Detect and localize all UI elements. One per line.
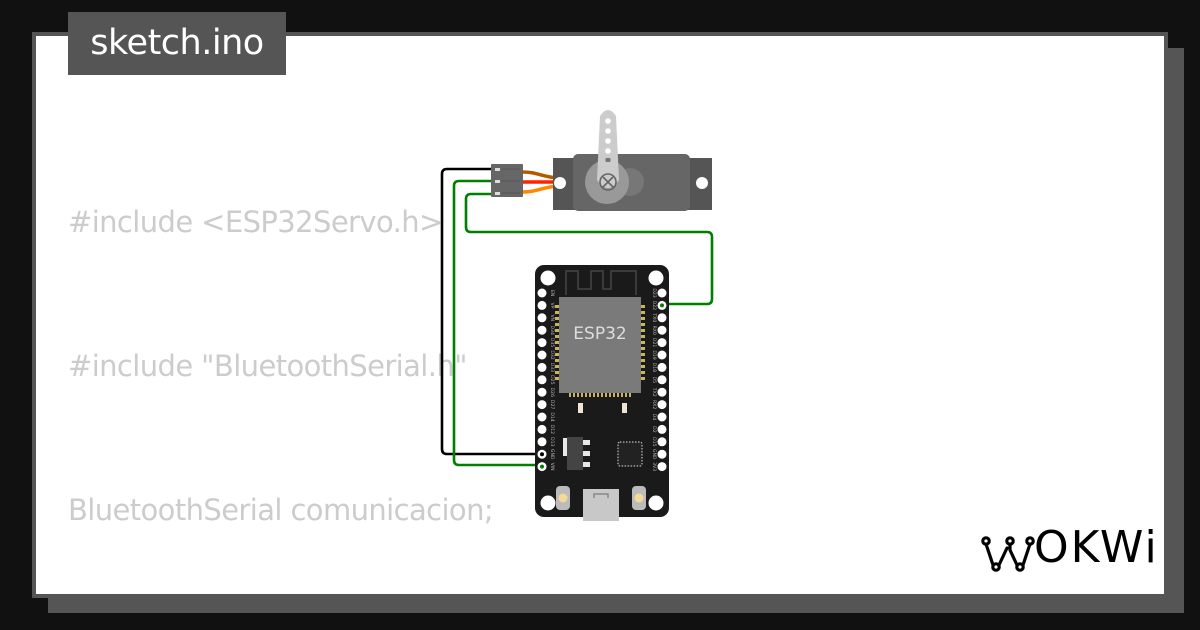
wire-gnd[interactable]: [440, 167, 542, 456]
svg-text:D26: D26: [549, 388, 555, 397]
code-line: #include <ESP32Servo.h>: [68, 205, 443, 239]
wokwi-logo: W: [976, 522, 1022, 573]
svg-text:D33: D33: [549, 363, 555, 372]
svg-text:D22: D22: [651, 301, 657, 310]
svg-text:D19: D19: [651, 350, 657, 359]
svg-text:D12: D12: [549, 425, 555, 434]
wire-vin[interactable]: [452, 179, 542, 467]
pin-headers[interactable]: [537, 288, 667, 472]
svg-text:D4: D4: [651, 414, 657, 421]
usb-uart-chip: [617, 441, 643, 467]
svg-text:TX2: TX2: [651, 387, 657, 397]
svg-text:GND: GND: [651, 449, 657, 460]
svg-text:D14: D14: [549, 412, 555, 421]
wokwi-logo-text: OKWi: [1034, 522, 1159, 573]
esp32-label: ESP32: [573, 324, 626, 344]
svg-text:3V3: 3V3: [651, 462, 657, 471]
svg-text:EN: EN: [549, 290, 555, 296]
svg-text:D18: D18: [651, 363, 657, 372]
svg-text:VP: VP: [549, 302, 555, 308]
file-tab[interactable]: sketch.ino: [68, 12, 286, 75]
code-listing: #include <ESP32Servo.h> #include "Blueto…: [68, 102, 901, 594]
servo-screw-icon: [599, 173, 617, 191]
wire-d22[interactable]: [464, 192, 714, 306]
svg-text:RX0: RX0: [651, 326, 657, 335]
svg-text:D21: D21: [651, 338, 657, 347]
svg-text:RX2: RX2: [651, 400, 657, 409]
svg-text:VIN: VIN: [549, 463, 555, 471]
svg-text:D27: D27: [549, 400, 555, 409]
servo-motor[interactable]: [491, 110, 712, 211]
code-line: #include "BluetoothSerial.h": [68, 349, 468, 383]
svg-text:D34: D34: [549, 326, 555, 335]
svg-text:D35: D35: [549, 338, 555, 347]
code-line: BluetoothSerial comunicacion;: [68, 493, 494, 527]
svg-text:TX0: TX0: [651, 312, 657, 322]
svg-text:D13: D13: [549, 437, 555, 446]
wires: [440, 167, 714, 467]
svg-text:D15: D15: [651, 437, 657, 446]
svg-text:D32: D32: [549, 350, 555, 359]
svg-text:GND: GND: [549, 449, 555, 460]
svg-text:D5: D5: [651, 377, 657, 384]
svg-text:D2: D2: [651, 426, 657, 433]
esp32-board[interactable]: ESP32: [535, 265, 669, 521]
svg-text:VN: VN: [549, 315, 555, 322]
svg-text:D25: D25: [549, 375, 555, 384]
wokwi-logo-icon: [981, 536, 1035, 572]
esp32-module: [559, 297, 641, 393]
pin-labels: EN VP VN D34 D35 D32 D33 D25 D26 D27 D14…: [549, 288, 657, 471]
svg-text:D23: D23: [651, 288, 657, 297]
